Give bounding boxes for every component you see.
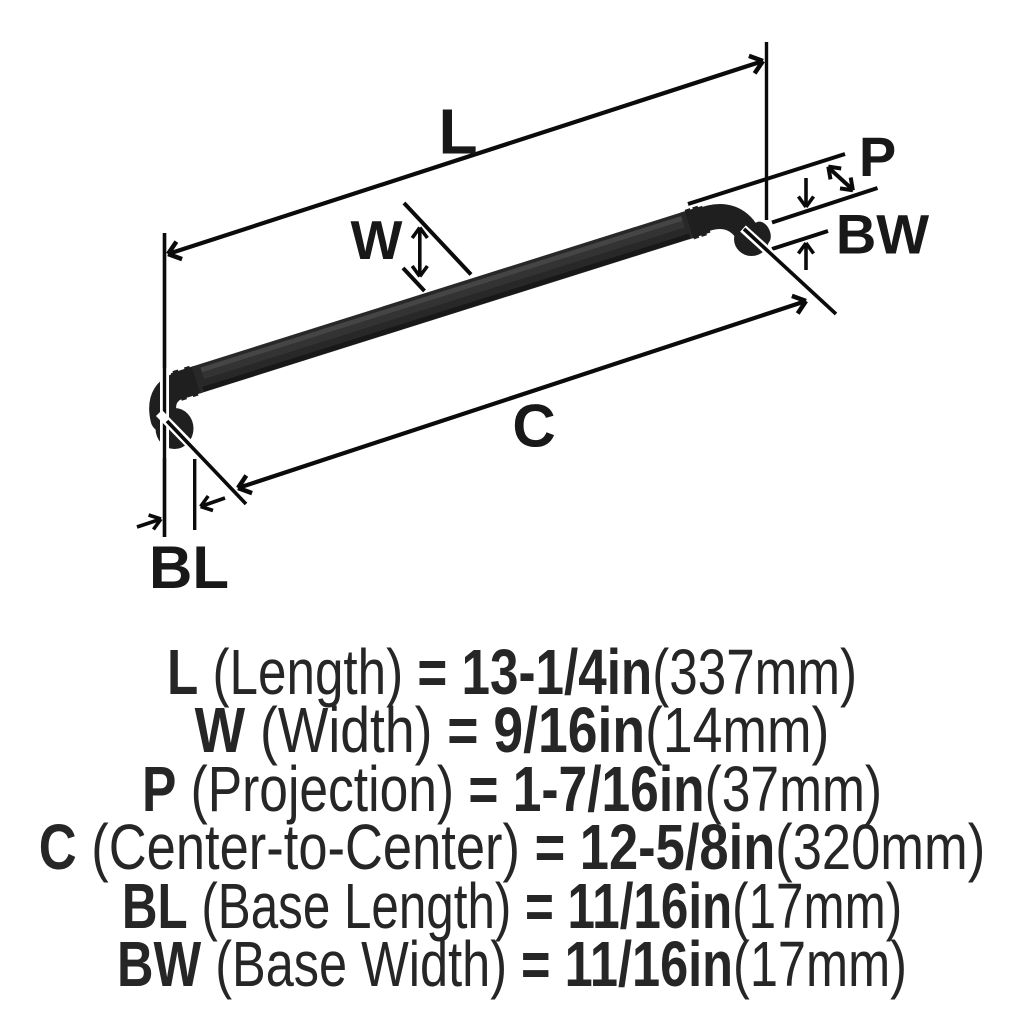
svg-text:BL: BL xyxy=(149,534,229,601)
svg-text:BW: BW xyxy=(836,203,929,266)
svg-text:C: C xyxy=(512,393,555,460)
svg-text:W: W xyxy=(351,209,403,271)
svg-text:L: L xyxy=(438,96,477,168)
svg-text:P: P xyxy=(859,125,896,188)
